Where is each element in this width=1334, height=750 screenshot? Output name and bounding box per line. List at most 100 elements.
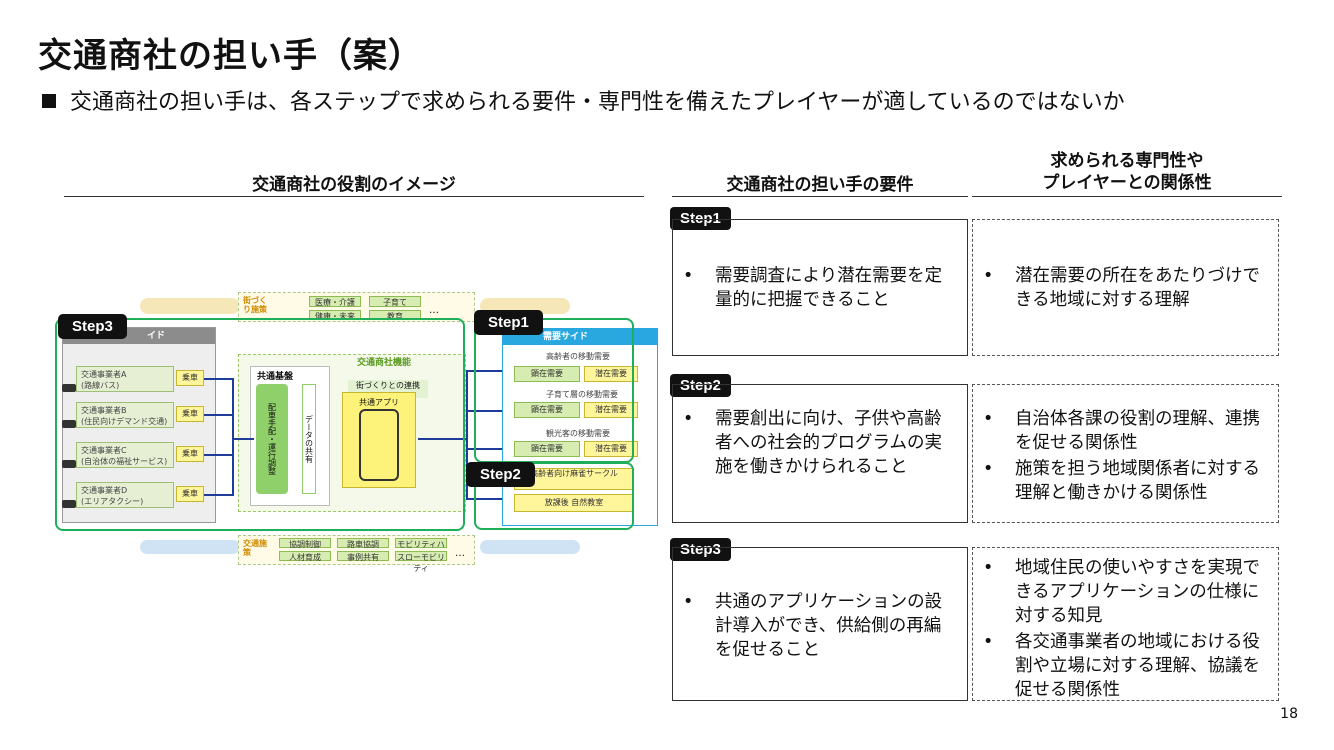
connector-line [204, 378, 234, 380]
policy-chip: モビリティハブ [395, 538, 447, 560]
policy-chip: スローモビリティ [395, 551, 447, 573]
demand-group-title: 観光客の移動需要 [546, 429, 610, 438]
list-item: 共通のアプリケーションの設計導入ができ、供給側の再編を促せること [673, 590, 953, 662]
ride-chip: 乗車 [176, 486, 204, 502]
common-app-card: 共通アプリ [342, 392, 416, 488]
connector-line [232, 438, 254, 440]
list-item: 自治体各課の役割の理解、連携を促せる関係性 [973, 407, 1266, 455]
step3-expertise-box: 地域住民の使いやすさを実現できるアプリケーションの仕様に対する知見 各交通事業者… [972, 547, 1279, 701]
operator-sub: (エリアタクシー) [81, 497, 144, 506]
supply-side-panel: イド [62, 327, 216, 523]
town-policy-band: 街づくり施策 医療・介護 子育て 健康・未来 教育 … [238, 292, 475, 322]
program-chip: 放課後 自然教室 [514, 494, 634, 512]
latent-demand-chip: 潜在需要 [584, 366, 638, 382]
policy-chip: 健康・未来 [309, 310, 361, 321]
ride-chip: 乗車 [176, 370, 204, 386]
header-rule [972, 196, 1282, 197]
operator-card: 交通事業者D (エリアタクシー) [76, 482, 174, 508]
town-policy-label: 街づくり施策 [243, 296, 267, 314]
taxi-icon [62, 500, 76, 508]
list-item: 需要調査により潜在需要を定量的に把握できること [673, 264, 953, 312]
latent-demand-chip: 潜在需要 [584, 441, 638, 457]
step2-badge: Step2 [670, 374, 731, 397]
bus-icon [62, 460, 76, 468]
step2-requirements-list: 需要創出に向け、子供や高齢者への社会的プログラムの実施を働きかけられること [673, 407, 967, 479]
connector-line [232, 378, 234, 496]
smartphone-icon [359, 409, 399, 481]
expertise-header-line2: プレイヤーとの関係性 [1042, 173, 1212, 193]
bus-icon [62, 384, 76, 392]
trading-function-label: 交通商社機能 [357, 358, 412, 368]
operator-name: 交通事業者C [81, 446, 127, 455]
van-icon [62, 420, 76, 428]
subtitle-text: 交通商社の担い手は、各ステップで求められる要件・専門性を備えたプレイヤーが適して… [70, 90, 1125, 115]
operator-sub: (住民向けデマンド交通) [81, 417, 168, 426]
transport-policy-label: 交通施策 [243, 539, 267, 557]
step3-frame [55, 318, 465, 531]
step3-requirements-list: 共通のアプリケーションの設計導入ができ、供給側の再編を促せること [673, 590, 967, 662]
expertise-header-line1: 求められる専門性や [1050, 151, 1204, 171]
operator-name: 交通事業者D [81, 486, 128, 495]
list-item: 潜在需要の所在をあたりづけできる地域に対する理解 [973, 264, 1266, 312]
policy-chip: 事例共有 [337, 551, 389, 562]
ride-chip: 乗車 [176, 446, 204, 462]
step1-expertise-box: 潜在需要の所在をあたりづけできる地域に対する理解 [972, 219, 1279, 356]
expertise-column-header: 求められる専門性や プレイヤーとの関係性 [972, 150, 1282, 194]
demand-side-header: 需要サイド [503, 329, 657, 345]
step1-badge: Step1 [670, 207, 731, 230]
connector-line [466, 498, 514, 500]
connector-line [466, 448, 514, 450]
page-subtitle: 交通商社の担い手は、各ステップで求められる要件・専門性を備えたプレイヤーが適して… [42, 84, 1125, 116]
operator-sub: (自治体の福祉サービス) [81, 457, 168, 466]
step3-frame-badge: Step3 [58, 314, 127, 339]
step1-requirements-box: 需要調査により潜在需要を定量的に把握できること [672, 219, 968, 356]
connector-line [466, 410, 514, 412]
flow-arrow-decoration [480, 298, 570, 314]
policy-chip: 医療・介護 [309, 296, 361, 307]
policy-chip: 子育て [369, 296, 421, 307]
data-share-block: データの共有 [302, 384, 316, 494]
flow-arrow-decoration [140, 298, 240, 314]
town-link-label: 街づくりとの連携 [348, 380, 428, 398]
header-rule [64, 196, 644, 197]
step2-frame-badge: Step2 [466, 462, 535, 487]
step2-requirements-box: 需要創出に向け、子供や高齢者への社会的プログラムの実施を働きかけられること [672, 384, 968, 523]
ellipsis: … [455, 548, 465, 559]
transport-policy-band: 交通施策 協調制御 路車協調 モビリティハブ 人材育成 事例共有 スローモビリテ… [238, 535, 475, 573]
list-item: 需要創出に向け、子供や高齢者への社会的プログラムの実施を働きかけられること [673, 407, 953, 479]
common-infra-box: 共通基盤 [250, 366, 330, 506]
demand-group-title: 子育て層の移動需要 [546, 390, 618, 399]
operator-name: 交通事業者B [81, 406, 127, 415]
connector-line [204, 494, 234, 496]
dispatch-block: 配車手配・運行調整 [256, 384, 288, 494]
ellipsis: … [429, 305, 439, 316]
connector-line [204, 414, 234, 416]
step3-requirements-box: 共通のアプリケーションの設計導入ができ、供給側の再編を促せること [672, 547, 968, 701]
policy-chip: 路車協調 [337, 538, 389, 549]
supply-side-header: イド [63, 328, 215, 344]
step1-frame-badge: Step1 [474, 310, 543, 335]
trading-function-area: 交通商社機能 [238, 354, 466, 512]
operator-card: 交通事業者C (自治体の福祉サービス) [76, 442, 174, 468]
connector-line [466, 370, 468, 500]
page-number: 18 [1280, 706, 1298, 722]
demand-side-panel: 需要サイド [502, 328, 658, 526]
operator-card: 交通事業者A (路線バス) [76, 366, 174, 392]
operator-sub: (路線バス) [81, 381, 120, 390]
demand-group-title: 高齢者の移動需要 [546, 352, 610, 361]
step3-expertise-list: 地域住民の使いやすさを実現できるアプリケーションの仕様に対する知見 各交通事業者… [973, 556, 1278, 702]
square-bullet-icon [42, 94, 56, 108]
common-infra-label: 共通基盤 [257, 372, 294, 382]
step1-frame [474, 318, 634, 463]
connector-line [466, 370, 514, 372]
connector-line [418, 438, 466, 440]
list-item: 施策を担う地域関係者に対する理解と働きかける関係性 [973, 457, 1266, 505]
ride-chip: 乗車 [176, 406, 204, 422]
common-app-label: 共通アプリ [359, 398, 399, 407]
visible-demand-chip: 顕在需要 [514, 441, 580, 457]
requirements-column-header: 交通商社の担い手の要件 [726, 175, 914, 195]
header-rule [672, 196, 968, 197]
policy-chip: 教育 [369, 310, 421, 321]
list-item: 地域住民の使いやすさを実現できるアプリケーションの仕様に対する知見 [973, 556, 1266, 628]
policy-chip: 協調制御 [279, 538, 331, 549]
